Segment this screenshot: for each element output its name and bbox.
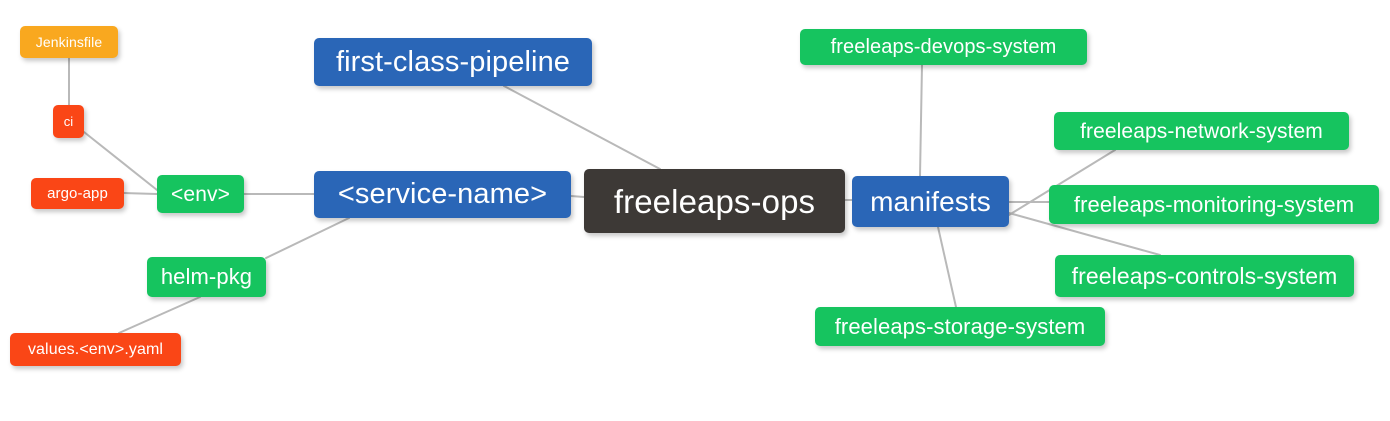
edge-values-yaml-to-helm-pkg <box>118 296 201 334</box>
edge-service-name-to-freeleaps-ops <box>570 195 585 198</box>
edge-manifests-to-freeleaps-storage-system <box>937 226 957 308</box>
edge-manifests-to-freeleaps-devops-system <box>919 64 923 177</box>
mindmap-node-first-class-pipeline[interactable]: first-class-pipeline <box>314 38 592 86</box>
edge-argo-app-to-env <box>123 192 158 195</box>
mindmap-node-freeleaps-storage-system[interactable]: freeleaps-storage-system <box>815 307 1105 346</box>
mindmap-node-jenkinsfile[interactable]: Jenkinsfile <box>20 26 118 58</box>
mindmap-node-env[interactable]: <env> <box>157 175 244 213</box>
mindmap-node-freeleaps-ops[interactable]: freeleaps-ops <box>584 169 845 233</box>
mindmap-node-freeleaps-controls-system[interactable]: freeleaps-controls-system <box>1055 255 1354 297</box>
mindmap-node-ci[interactable]: ci <box>53 105 84 138</box>
mindmap-node-values-yaml[interactable]: values.<env>.yaml <box>10 333 181 366</box>
mindmap-node-manifests[interactable]: manifests <box>852 176 1009 227</box>
mindmap-node-service-name[interactable]: <service-name> <box>314 171 571 218</box>
mindmap-node-argo-app[interactable]: argo-app <box>31 178 124 209</box>
mindmap-node-freeleaps-monitoring-system[interactable]: freeleaps-monitoring-system <box>1049 185 1379 224</box>
mindmap-node-helm-pkg[interactable]: helm-pkg <box>147 257 266 297</box>
mindmap-node-freeleaps-devops-system[interactable]: freeleaps-devops-system <box>800 29 1087 65</box>
edge-helm-pkg-to-service-name <box>265 217 350 259</box>
mindmap-node-freeleaps-network-system[interactable]: freeleaps-network-system <box>1054 112 1349 150</box>
edge-first-class-pipeline-to-freeleaps-ops <box>503 85 661 170</box>
